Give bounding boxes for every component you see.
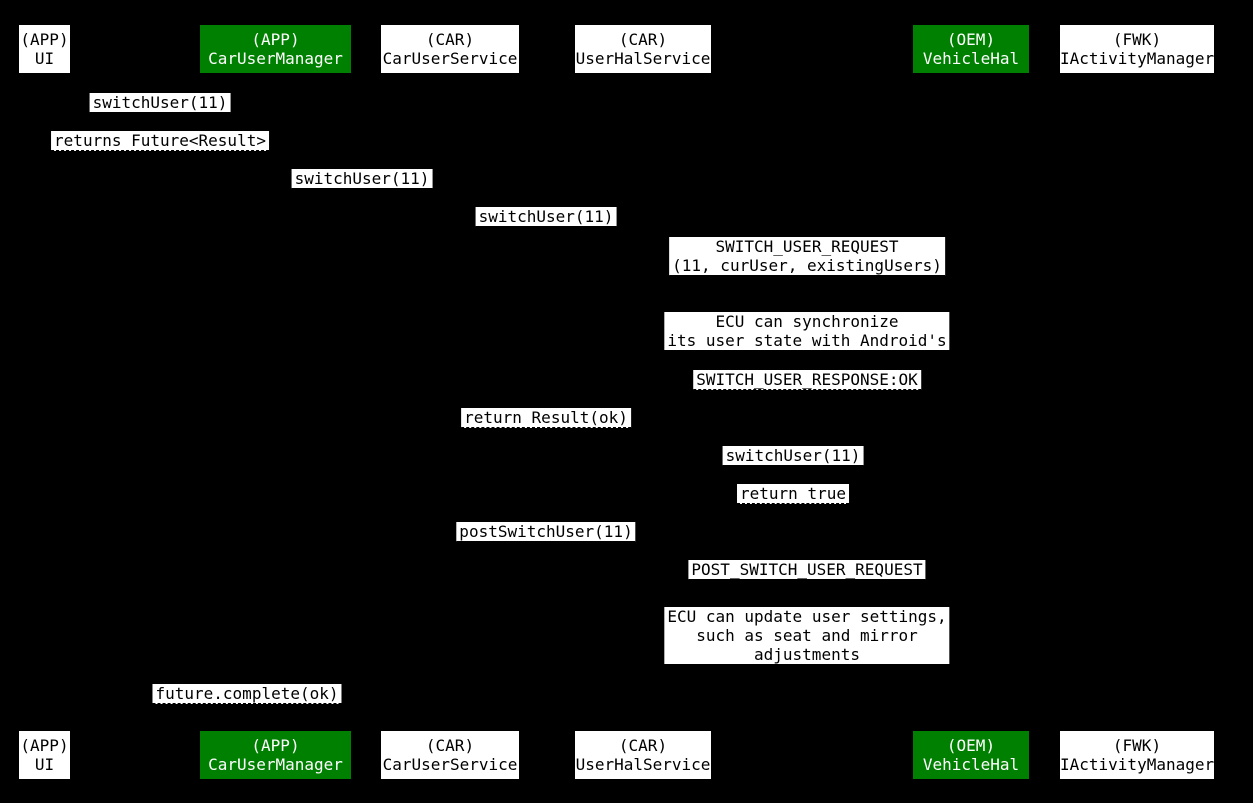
note: ECU can synchronize its user state with … [664,312,950,350]
participant-name-label: UserHalService [575,49,711,68]
participant-system-label: (CAR) [618,30,668,49]
participant-system-label: (APP) [251,736,300,755]
participant-system-label: (APP) [20,736,69,755]
message-label: return Result(ok) [461,408,631,428]
message-label: switchUser(11) [291,169,433,189]
participant-name-label: UserHalService [575,755,711,774]
participant-name-label: CarUserService [382,49,518,68]
participant-userhalservice-bottom: (CAR) UserHalService [575,731,711,779]
message-label: switchUser(11) [89,93,231,113]
participant-system-label: (FWK) [1112,30,1162,49]
message-label: future.complete(ok) [152,684,342,704]
participant-name-label: IActivityManager [1060,49,1215,68]
participant-name-label: VehicleHal [922,755,1020,774]
participant-vehiclehal-bottom: (OEM) VehicleHal [913,731,1029,779]
participant-iactivitymanager-top: (FWK) IActivityManager [1060,25,1214,73]
participant-iactivitymanager-bottom: (FWK) IActivityManager [1060,731,1214,779]
participant-system-label: (APP) [251,30,300,49]
participant-system-label: (CAR) [425,736,475,755]
participant-name-label: CarUserService [382,755,518,774]
message-label: switchUser(11) [722,446,864,466]
participant-carusermanager-top: (APP) CarUserManager [200,25,351,73]
message-label: returns Future<Result> [51,131,269,151]
message-label: return true [737,484,849,504]
participant-caruserservice-bottom: (CAR) CarUserService [381,731,519,779]
participant-system-label: (CAR) [618,736,668,755]
participant-system-label: (OEM) [946,30,996,49]
participant-vehiclehal-top: (OEM) VehicleHal [913,25,1029,73]
message-label: POST_SWITCH_USER_REQUEST [688,560,926,580]
participant-ui-bottom: (APP) UI [19,731,70,779]
participant-system-label: (CAR) [425,30,475,49]
message-label: postSwitchUser(11) [456,522,636,542]
participant-userhalservice-top: (CAR) UserHalService [575,25,711,73]
participant-caruserservice-top: (CAR) CarUserService [381,25,519,73]
participant-ui-top: (APP) UI [19,25,70,73]
participant-system-label: (OEM) [946,736,996,755]
message-label: SWITCH_USER_RESPONSE:OK [693,370,921,390]
participant-name-label: CarUserManager [208,49,343,68]
participant-name-label: UI [34,755,55,774]
participant-name-label: VehicleHal [922,49,1020,68]
message-label: switchUser(11) [475,207,617,227]
note: ECU can update user settings, such as se… [664,607,950,664]
participant-name-label: IActivityManager [1060,755,1215,774]
participant-system-label: (FWK) [1112,736,1162,755]
message-label: SWITCH_USER_REQUEST (11, curUser, existi… [669,237,945,276]
participant-system-label: (APP) [20,30,69,49]
participant-name-label: CarUserManager [208,755,343,774]
participant-carusermanager-bottom: (APP) CarUserManager [200,731,351,779]
participant-name-label: UI [34,49,55,68]
